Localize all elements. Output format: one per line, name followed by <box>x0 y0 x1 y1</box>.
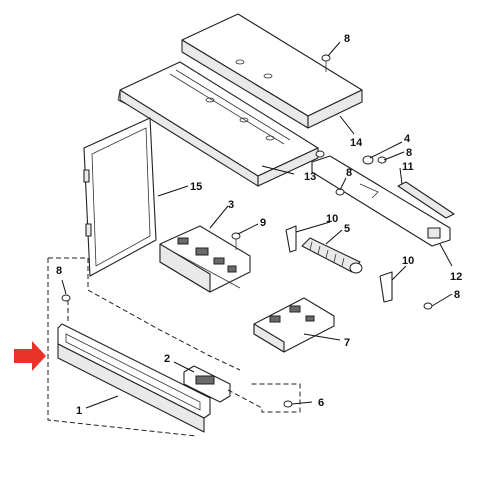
callout-1: 1 <box>76 405 82 417</box>
callout-5: 5 <box>344 223 350 235</box>
callout-6: 6 <box>318 397 324 409</box>
dashed-group-outlines <box>47 257 301 437</box>
part-1-control-panel <box>57 323 211 433</box>
part-13-cover-panel <box>117 61 319 187</box>
callout-8: 8 <box>406 147 412 159</box>
part-12-bracket <box>311 155 451 247</box>
callout-8: 8 <box>56 265 62 277</box>
callout-9: 9 <box>260 217 266 229</box>
part-10-bracket-left <box>285 225 297 253</box>
part-3-control-board <box>159 225 251 293</box>
callout-10: 10 <box>402 255 414 267</box>
callout-7: 7 <box>344 337 350 349</box>
part-7-relay-board <box>253 297 335 353</box>
part-2-keypad <box>183 365 231 403</box>
part-14-top-panel <box>181 13 363 129</box>
part-10-bracket-right <box>379 271 393 303</box>
part-15-side-panel <box>83 117 157 277</box>
callout-labels: 8 14 4 8 11 13 8 15 3 9 10 5 10 12 8 8 7… <box>56 33 462 417</box>
screws <box>61 54 433 408</box>
callout-2: 2 <box>164 353 170 365</box>
part-5-fan-motor <box>301 237 363 274</box>
callout-3: 3 <box>228 199 234 211</box>
callout-4: 4 <box>404 133 411 145</box>
callout-13: 13 <box>304 171 316 183</box>
callout-8: 8 <box>454 289 460 301</box>
callout-15: 15 <box>190 181 202 193</box>
callout-10: 10 <box>326 213 338 225</box>
callout-8: 8 <box>344 33 350 45</box>
part-11-rail <box>397 181 455 219</box>
callout-8: 8 <box>346 167 352 179</box>
callout-12: 12 <box>450 271 462 283</box>
callout-11: 11 <box>402 161 414 173</box>
red-pointer-arrow <box>14 341 46 371</box>
leader-lines <box>61 41 453 409</box>
callout-14: 14 <box>350 137 363 149</box>
